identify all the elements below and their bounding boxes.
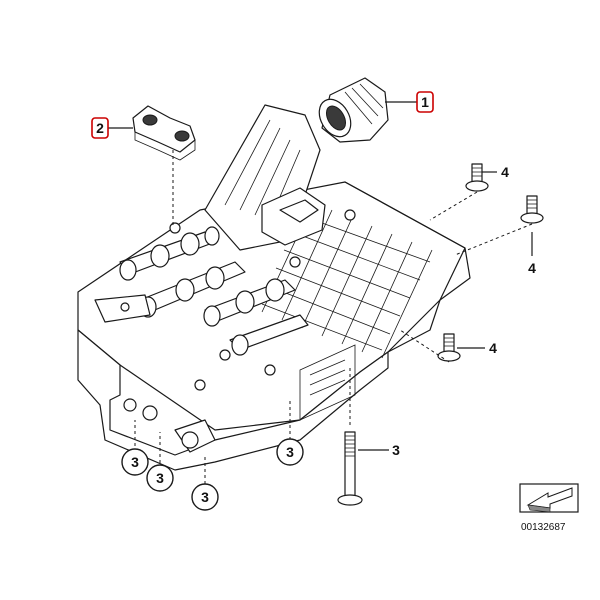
- callout-4-top[interactable]: 4: [501, 164, 509, 180]
- callout-4-right[interactable]: 4: [528, 260, 536, 276]
- spool-valves: [119, 226, 309, 356]
- callout-3d-label: 3: [286, 444, 294, 460]
- valve-body: [77, 104, 471, 471]
- plate-grid: [261, 204, 433, 359]
- part-1-sleeve: [318, 77, 389, 143]
- callout-3c-label: 3: [201, 489, 209, 505]
- callout-1[interactable]: 1: [416, 91, 434, 113]
- leader-lines: [108, 101, 533, 451]
- callout-3-circle-c[interactable]: 3: [191, 483, 219, 511]
- arrow-icon: [519, 483, 579, 513]
- callout-3-circle-a[interactable]: 3: [121, 448, 149, 476]
- reference-number: 00132687: [521, 522, 566, 533]
- callout-3-long-bolt[interactable]: 3: [392, 442, 400, 458]
- callout-3-circle-b[interactable]: 3: [146, 464, 174, 492]
- callout-4-middle[interactable]: 4: [489, 340, 497, 356]
- part-2-bracket: [132, 105, 196, 161]
- part-3-long-bolt: [337, 431, 363, 506]
- callout-3-circle-d[interactable]: 3: [276, 438, 304, 466]
- callout-1-label: 1: [421, 94, 429, 110]
- callout-2-label: 2: [96, 120, 104, 136]
- callout-3a-label: 3: [131, 454, 139, 470]
- callout-2[interactable]: 2: [91, 117, 109, 139]
- part-4-bolts: [437, 163, 544, 362]
- callout-3b-label: 3: [156, 470, 164, 486]
